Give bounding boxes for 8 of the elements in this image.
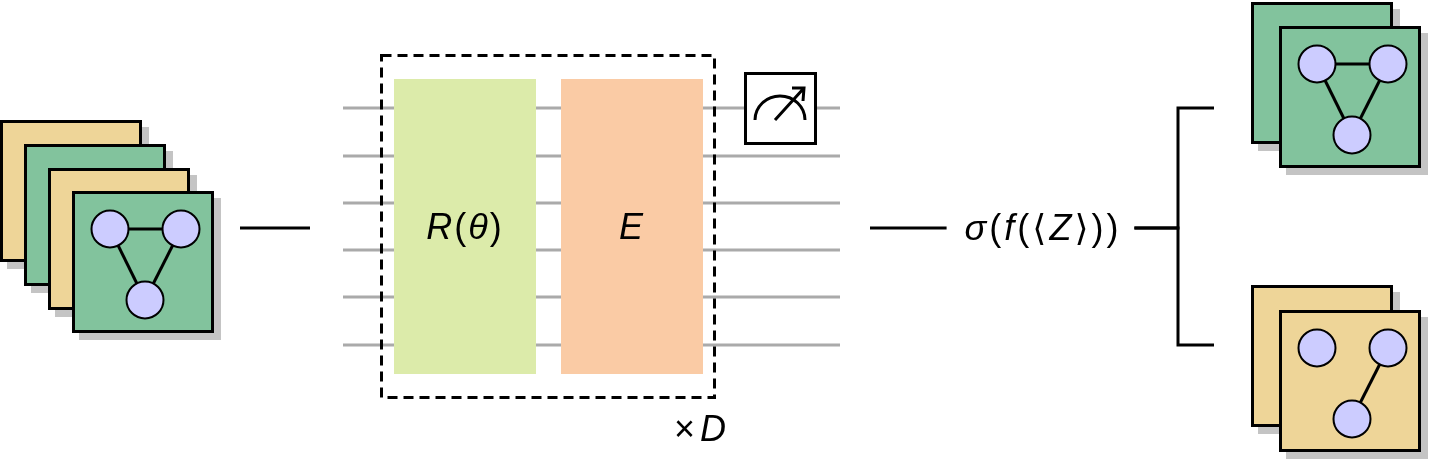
connector-line <box>870 226 947 230</box>
repeat-block <box>380 54 716 399</box>
gate-block: R(θ) <box>394 79 536 374</box>
repeat-count-label: ×D <box>674 409 732 449</box>
gate-block: E <box>561 79 703 374</box>
bracket-connector <box>1134 226 1214 347</box>
math-expression: σ(f(⟨Z⟩)) <box>964 208 1122 248</box>
connector-line <box>240 226 310 230</box>
